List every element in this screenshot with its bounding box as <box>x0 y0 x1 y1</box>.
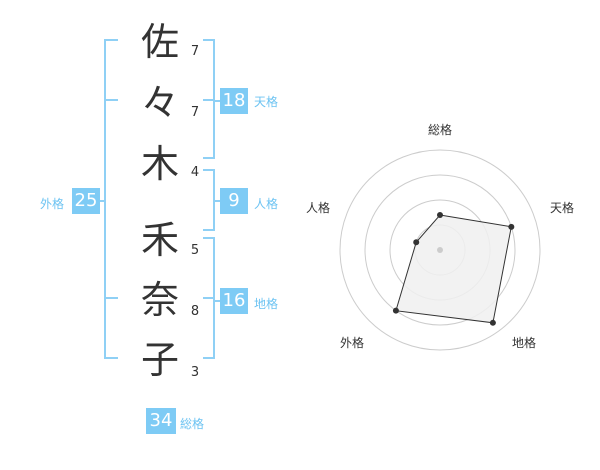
name-char-1: 佐 <box>140 20 179 64</box>
radar-point-3 <box>489 319 496 326</box>
soukaku-value-badge: 34 <box>146 408 176 434</box>
name-char-4: 禾 <box>140 218 179 262</box>
radar-label-soukaku: 総格 <box>427 123 452 137</box>
tenkaku-label: 天格 <box>254 95 279 109</box>
radar-ring-3 <box>364 174 516 326</box>
radar-label-chikaku: 地格 <box>511 336 536 350</box>
radar-ring-4 <box>339 149 541 351</box>
gaikaku-label: 外格 <box>40 197 65 211</box>
stroke-count-5: 8 <box>190 304 200 319</box>
radar-point-5 <box>413 239 420 246</box>
name-char-5: 奈 <box>140 278 179 322</box>
radar-label-jinkaku: 人格 <box>305 201 330 215</box>
jinkaku-label: 人格 <box>254 197 279 211</box>
radar-polygon <box>395 214 512 324</box>
stroke-count-2: 7 <box>190 105 200 120</box>
radar-point-4 <box>392 307 399 314</box>
jinkaku-value-badge: 9 <box>220 188 248 214</box>
stroke-count-4: 5 <box>190 243 200 258</box>
gaikaku-value-badge: 25 <box>72 188 100 214</box>
stroke-count-6: 3 <box>190 365 200 380</box>
chikaku-label: 地格 <box>254 297 279 311</box>
radar-label-tenkaku: 天格 <box>549 201 574 215</box>
gaikaku-bracket <box>104 39 118 359</box>
name-char-2: 々 <box>140 81 179 125</box>
radar-point-2 <box>508 223 515 230</box>
radar-label-gaikaku: 外格 <box>339 336 364 350</box>
name-char-6: 子 <box>140 338 179 382</box>
stroke-count-3: 4 <box>190 165 200 180</box>
stroke-count-1: 7 <box>190 44 200 59</box>
name-char-3: 木 <box>140 142 179 186</box>
radar-point-1 <box>437 212 443 218</box>
radar-center <box>437 247 443 253</box>
chikaku-value-badge: 16 <box>220 288 248 314</box>
soukaku-label: 総格 <box>180 417 205 431</box>
tenkaku-value-badge: 18 <box>220 88 248 114</box>
